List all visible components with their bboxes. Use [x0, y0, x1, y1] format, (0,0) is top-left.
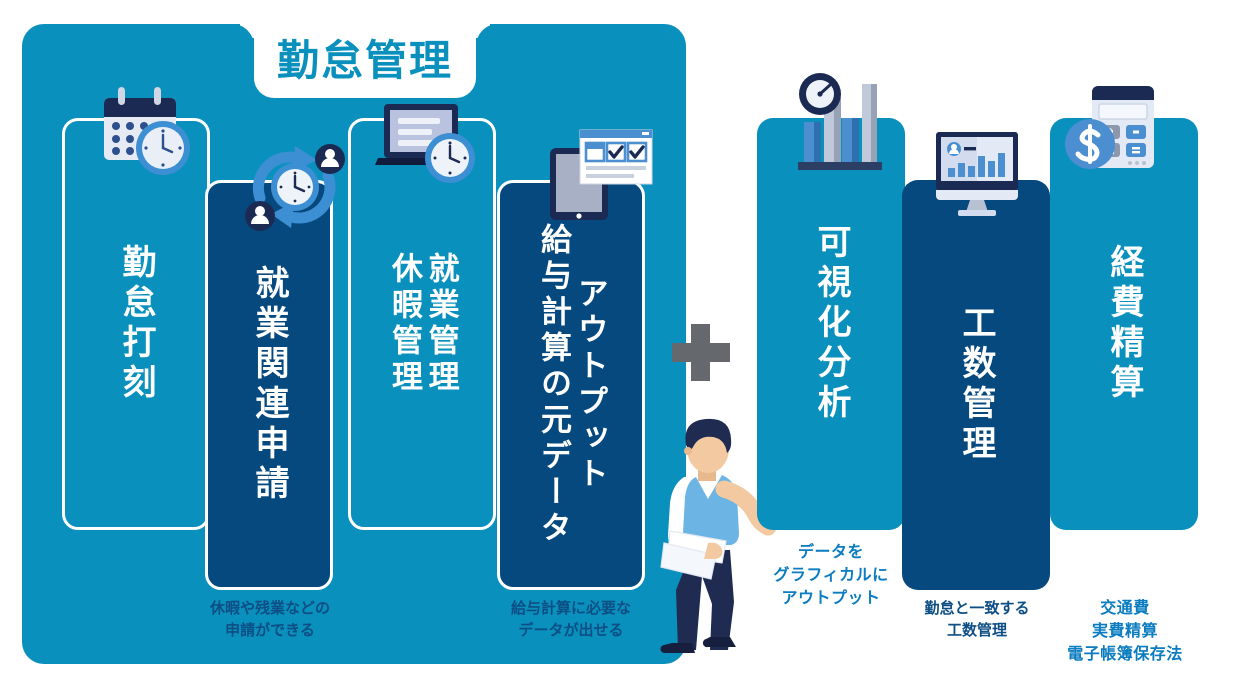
card-work-application-label: 就業関連申請	[249, 265, 290, 505]
plus-icon	[672, 318, 740, 386]
caption-man-hour-management: 勤怠と一致する 工数管理	[924, 599, 1030, 639]
card-payroll-output[interactable]: 給与計算の元データ アウトプット	[497, 180, 645, 590]
caption-work-application: 休暇や残業などの 申請ができる	[209, 599, 330, 639]
cycle-people-clock-icon	[238, 132, 352, 240]
page-title: 勤怠管理	[276, 36, 453, 85]
card-man-hour-management[interactable]: 工数管理	[902, 180, 1050, 590]
calendar-clock-icon	[92, 82, 196, 178]
card-expense-settlement-label: 経費精算	[1104, 244, 1145, 404]
caption-expense-settlement: 交通費 実費精算 電子帳簿保存法	[1067, 598, 1183, 664]
card-expense-settlement[interactable]: 経費精算	[1050, 118, 1198, 530]
card-payroll-output-label-2: アウトプット	[571, 277, 608, 493]
card-timestamp[interactable]: 勤怠打刻	[62, 118, 210, 530]
card-man-hour-management-label: 工数管理	[956, 305, 997, 465]
calculator-dollar-icon	[1062, 82, 1172, 182]
person-pointing-illustration	[650, 415, 800, 665]
card-payroll-output-label-1: 給与計算の元データ	[535, 223, 571, 547]
monitor-dashboard-icon	[930, 128, 1026, 216]
tablet-checklist-icon	[536, 126, 656, 222]
card-work-application[interactable]: 就業関連申請	[205, 180, 333, 590]
card-visualization-analysis[interactable]: 可視化分析	[757, 118, 905, 530]
card-attendance-leave-label-2: 休暇管理	[386, 252, 422, 396]
card-visualization-analysis-label: 可視化分析	[811, 224, 852, 424]
card-timestamp-label: 勤怠打刻	[116, 244, 157, 404]
caption-payroll-output: 給与計算に必要な データが出せる	[510, 599, 631, 639]
caption-visualization-analysis: データを グラフィカルに アウトプット	[773, 542, 889, 608]
card-attendance-leave-label-1: 就業管理	[422, 252, 459, 396]
title-notch: 勤怠管理	[254, 24, 476, 98]
gauge-barchart-icon	[786, 72, 890, 172]
laptop-clock-icon	[374, 98, 478, 186]
